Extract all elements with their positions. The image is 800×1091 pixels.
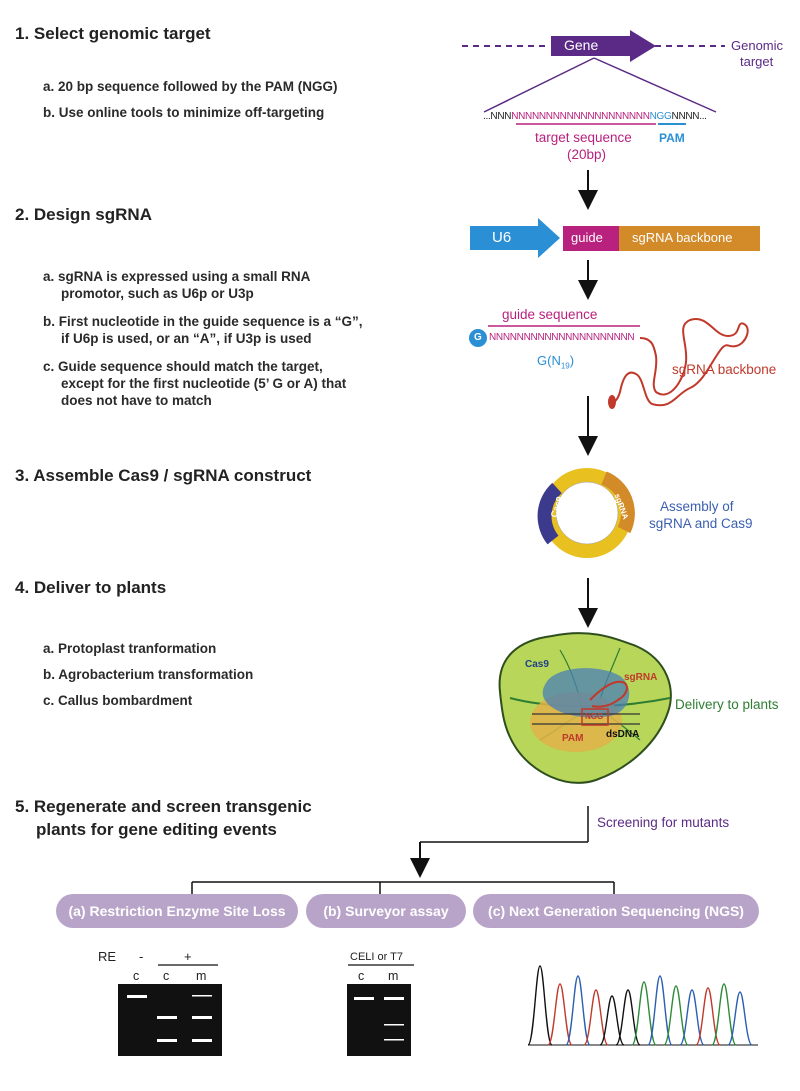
leaf-pam-label: PAM [562,733,584,744]
gene-arrow-icon [551,30,656,62]
leaf-ngg-label: NGG [585,712,604,721]
step3-title: 3. Assemble Cas9 / sgRNA construct [15,466,312,485]
step2-item-a-cont: promotor, such as U6p or U3p [61,286,254,301]
sgrna-backbone-label: sgRNA backbone [672,362,777,377]
sequencing-chromatogram [527,965,758,1046]
pam-label: PAM [659,131,685,145]
leaf-icon [498,632,672,784]
step4-item-b: b. Agrobacterium transformation [43,667,254,682]
g-n19-sub: 19 [560,361,570,371]
gel-a-lane-1: c [133,969,140,983]
assembly-label-2: sgRNA and Cas9 [649,516,753,531]
g-n19-label: G(N19) [537,353,574,371]
step1-item-a: a. 20 bp sequence followed by the PAM (N… [43,79,338,94]
gel-a-minus-label: - [139,949,144,964]
dna-sequence: ...NNNNNNNNNNNNNNNNNNNNNNNNGGNNNN... [483,111,707,122]
step1-item-b: b. Use online tools to minimize off-targ… [43,105,325,120]
plasmid-icon [537,468,635,558]
sgrna-construct [470,218,760,258]
gel-a-lane-3: m [196,969,207,983]
backbone-box-label: sgRNA backbone [632,230,733,245]
gel-a-re-label: RE [98,949,117,964]
assembly-label-1: Assembly of [660,499,734,514]
step2-title: 2. Design sgRNA [15,205,152,224]
gel-b [347,964,414,1056]
leaf-dsdna-label: dsDNA [606,729,640,740]
gel-b-enzyme-label: CELI or T7 [350,951,403,963]
step2-item-c: c. Guide sequence should match the targe… [43,359,323,374]
g-circle-label: G [474,332,482,343]
genomic-label: Genomic [731,38,784,53]
seq-pam: NGG [649,111,672,122]
gel-a-plus-label: + [184,949,192,964]
step5-title: 5. Regenerate and screen transgenic [15,797,312,816]
step4-title: 4. Deliver to plants [15,578,167,597]
seq-target: NNNNNNNNNNNNNNNNNNNN [511,111,650,122]
seq-right: NNNN... [671,111,707,122]
method-pill-surveyor: (b) Surveyor assay [306,894,466,928]
screening-label: Screening for mutants [597,815,730,830]
sgrna-structure [469,317,749,409]
guide-seq: NNNNNNNNNNNNNNNNNNNNN [489,332,635,343]
gel-a [118,964,222,1056]
screening-tree [191,806,615,896]
delivery-label: Delivery to plants [675,697,779,712]
step5-title-cont: plants for gene editing events [36,820,277,839]
step2-item-a: a. sgRNA is expressed using a small RNA [43,269,311,284]
method-pill-restriction: (a) Restriction Enzyme Site Loss [56,894,298,928]
seq-left: ...NNN [483,111,512,122]
u6-promoter-icon [470,218,560,258]
target-bp-label: (20bp) [567,147,607,162]
gel-b-lane-2: m [388,969,399,983]
guide-box-label: guide [571,230,603,245]
leaf-sgrna-label: sgRNA [624,672,658,683]
u6-label: U6 [492,229,512,246]
target-sequence-label: target sequence [535,130,632,145]
genomic-locus [462,30,725,125]
gel-a-lane-2: c [163,969,170,983]
target-label: target [740,54,774,69]
gene-label: Gene [564,37,599,53]
step2-item-c-cont: except for the first nucleotide (5’ G or… [61,376,347,391]
step4-item-a: a. Protoplast tranformation [43,641,217,656]
gel-b-lane-1: c [358,969,365,983]
step1-title: 1. Select genomic target [15,24,211,43]
g-n19-close: ) [569,353,575,368]
step2-item-c-cont2: does not have to match [61,393,212,408]
step2-item-b: b. First nucleotide in the guide sequenc… [43,314,363,329]
g-nucleotide-icon [469,329,487,347]
g-n19-main: G(N [537,353,561,368]
leaf-cas9-label: Cas9 [525,659,549,670]
step4-item-c: c. Callus bombardment [43,693,193,708]
guide-sequence-label: guide sequence [502,307,598,322]
method-pill-ngs: (c) Next Generation Sequencing (NGS) [473,894,759,928]
step2-item-b-cont: if U6p is used, or an “A”, if U3p is use… [61,331,312,346]
